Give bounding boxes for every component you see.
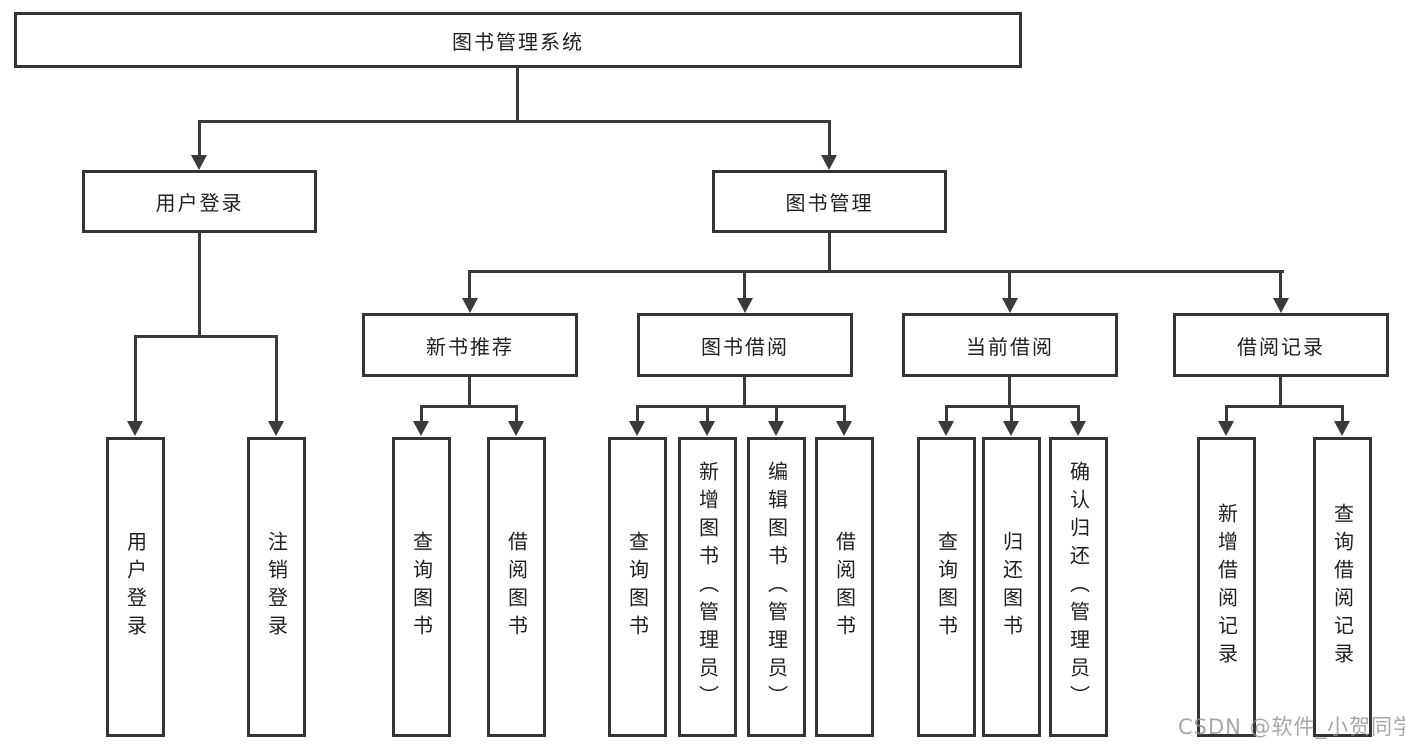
node-borrow-books-1: 借阅图书 [487,437,546,737]
connector-line [468,270,471,302]
node-query-books-3: 查询图书 [917,437,976,737]
connector-line [468,270,1284,273]
connector-line [134,335,278,338]
node-book-management: 图书管理 [712,170,947,233]
node-current-borrow: 当前借阅 [902,313,1118,377]
connector-line [1279,270,1282,302]
arrow-down-icon [268,421,284,436]
node-borrow-records: 借阅记录 [1173,313,1389,377]
arrow-down-icon [191,155,207,170]
node-user-login-leaf: 用户登录 [106,437,165,737]
connector-line [1225,405,1344,408]
arrow-down-icon [462,298,478,313]
node-add-borrow-record: 新增借阅记录 [1197,437,1256,737]
arrow-down-icon [629,421,645,436]
node-label: 查询图书 [934,531,959,643]
node-label: 注销登录 [264,531,289,643]
node-edit-book-admin: 编辑图书（管理员） [747,437,806,737]
node-borrow-books-2: 借阅图书 [815,437,874,737]
node-user-login: 用户登录 [82,170,317,233]
connector-line [706,405,709,425]
connector-line [636,405,846,408]
node-label: 图书借阅 [701,334,789,359]
node-label: 新增借阅记录 [1214,503,1239,671]
node-book-borrow: 图书借阅 [637,313,853,377]
node-label: 归还图书 [999,531,1024,643]
connector-line [945,405,948,425]
connector-line [828,120,831,158]
connector-line [743,270,746,302]
connector-line [743,377,746,407]
node-label: 新增图书（管理员） [695,461,720,713]
arrow-down-icon [836,421,852,436]
connector-line [775,405,778,425]
connector-line [1008,377,1011,407]
node-library-system: 图书管理系统 [14,12,1022,68]
arrow-down-icon [1273,298,1289,313]
connector-line [516,67,519,122]
connector-line [420,405,423,425]
connector-line [1008,270,1011,302]
connector-line [468,377,471,407]
arrow-down-icon [768,421,784,436]
node-label: 用户登录 [123,531,148,643]
connector-line [1225,405,1228,425]
node-query-books-1: 查询图书 [392,437,451,737]
arrow-down-icon [1070,421,1086,436]
connector-line [515,405,518,425]
connector-line [1010,405,1013,425]
node-label: 借阅记录 [1237,334,1325,359]
arrow-down-icon [1218,421,1234,436]
node-logout: 注销登录 [247,437,306,737]
connector-line [636,405,639,425]
connector-line [198,233,201,337]
arrow-down-icon [737,298,753,313]
arrow-down-icon [699,421,715,436]
node-add-book-admin: 新增图书（管理员） [678,437,737,737]
connector-line [275,335,278,425]
node-label: 确认归还（管理员） [1066,461,1091,713]
arrow-down-icon [127,421,143,436]
csdn-watermark: CSDN @软件_小贺同学 [1178,715,1405,739]
connector-line [1279,377,1282,407]
node-query-borrow-record: 查询借阅记录 [1313,437,1372,737]
node-label: 图书管理 [785,191,874,215]
node-label: 查询图书 [409,531,434,643]
node-label: 当前借阅 [966,334,1054,359]
connector-line [843,405,846,425]
arrow-down-icon [821,155,837,170]
node-label: 用户登录 [155,191,244,215]
connector-line [198,120,201,158]
connector-line [1077,405,1080,425]
arrow-down-icon [1003,421,1019,436]
arrow-down-icon [1002,298,1018,313]
arrow-down-icon [1334,421,1350,436]
node-return-book: 归还图书 [982,437,1041,737]
node-label: 借阅图书 [504,531,529,643]
arrow-down-icon [938,421,954,436]
node-label: 编辑图书（管理员） [764,461,789,713]
connector-line [420,405,518,408]
connector-line [134,335,137,425]
node-label: 图书管理系统 [452,29,584,54]
node-label: 借阅图书 [832,531,857,643]
connector-line [1341,405,1344,425]
arrow-down-icon [508,421,524,436]
node-confirm-return-admin: 确认归还（管理员） [1049,437,1108,737]
node-label: 查询借阅记录 [1330,503,1355,671]
node-label: 查询图书 [625,531,650,643]
node-new-book-recommend: 新书推荐 [362,313,578,377]
connector-line [828,233,831,272]
node-query-books-2: 查询图书 [608,437,667,737]
arrow-down-icon [413,421,429,436]
connector-line [198,120,830,123]
node-label: 新书推荐 [426,334,514,359]
